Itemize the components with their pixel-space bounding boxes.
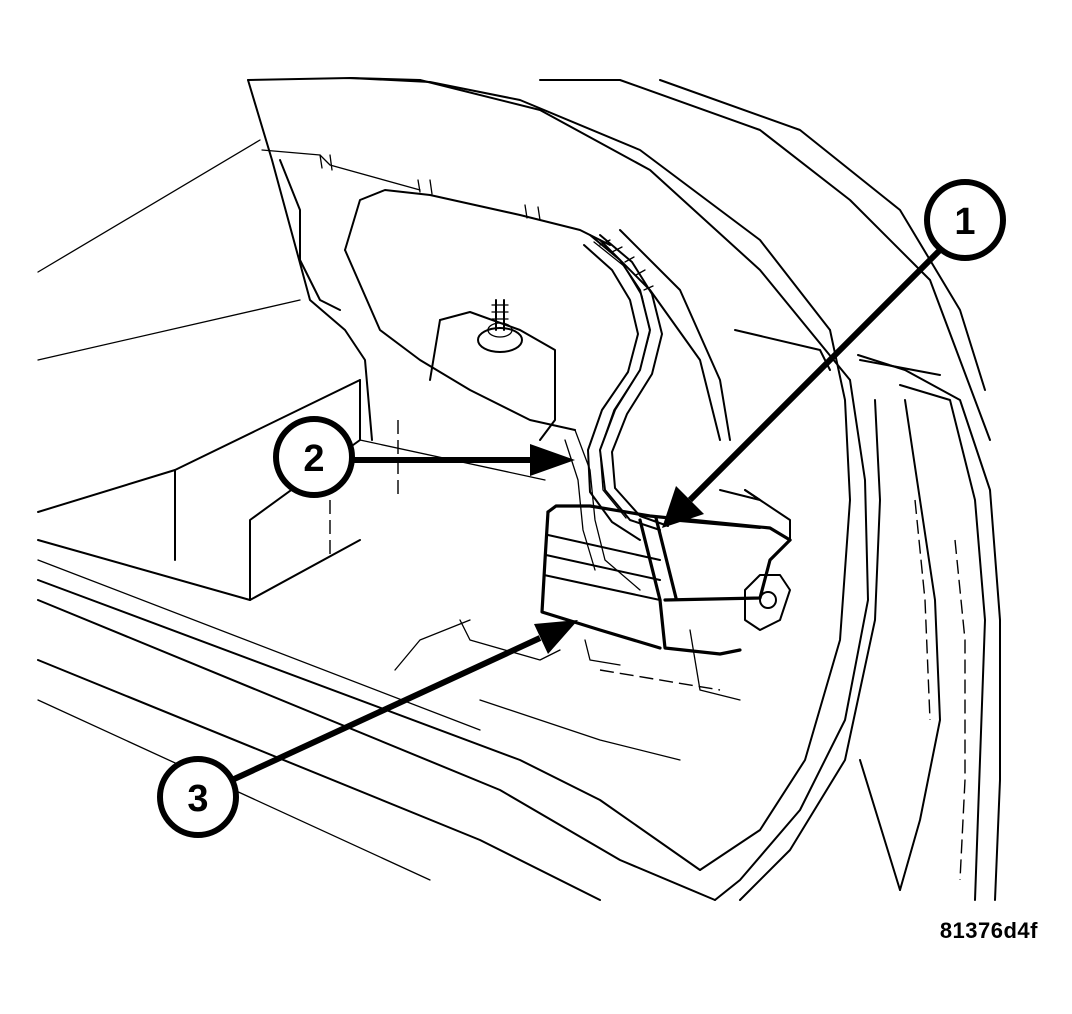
callout-1: 1 [662, 179, 1006, 528]
wiring-harness [564, 234, 669, 591]
spare-tire-stud [429, 299, 556, 441]
callout-1-label: 1 [954, 201, 975, 243]
figure-id: 81376d4f [939, 918, 1038, 943]
callout-2: 2 [273, 416, 575, 498]
control-module [394, 489, 792, 761]
callout-3: 3 [157, 620, 578, 838]
callout-2-label: 2 [303, 438, 324, 480]
quarter-panel [349, 77, 1001, 901]
callout-3-label: 3 [187, 778, 208, 820]
